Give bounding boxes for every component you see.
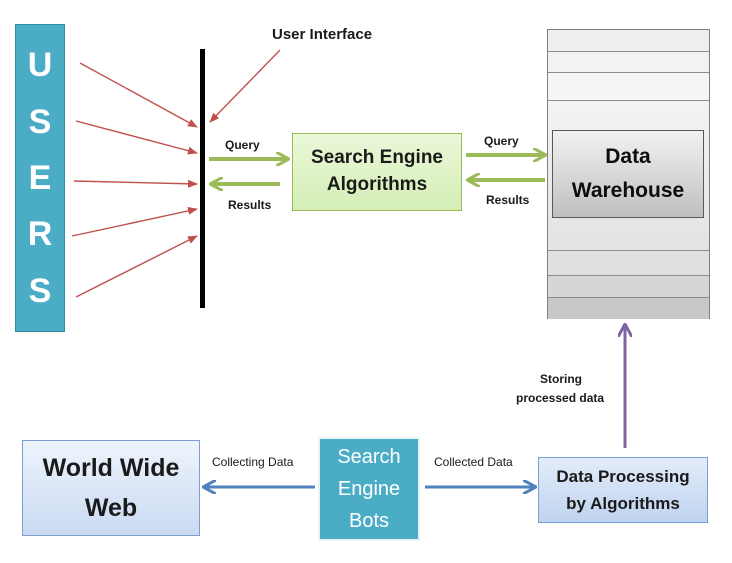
users-letter: S: [28, 271, 52, 310]
data-warehouse-box: Data Warehouse: [552, 130, 704, 218]
user-arrow: [75, 120, 198, 155]
search-engine-algorithms-box: Search Engine Algorithms: [292, 133, 462, 211]
query-label-right: Query: [484, 134, 519, 148]
warehouse-band: [548, 275, 709, 297]
collected-data-label: Collected Data: [434, 455, 513, 469]
user-arrow: [71, 206, 198, 237]
users-letter: E: [28, 158, 52, 197]
www-line2: Web: [84, 494, 138, 522]
storing-label-line2: processed data: [516, 391, 605, 405]
storing-label-line1: Storing: [540, 372, 582, 386]
www-line1: World Wide: [42, 454, 180, 482]
users-box: U S E R S: [15, 24, 65, 332]
user-arrow: [73, 179, 198, 188]
bots-line1: Search: [337, 446, 401, 468]
users-letter: R: [27, 215, 53, 254]
user-interface-label: User Interface: [272, 26, 373, 43]
warehouse-band: [548, 30, 709, 51]
search-engine-bots-box: Search Engine Bots: [318, 437, 420, 541]
warehouse-band: [548, 297, 709, 319]
world-wide-web-box: World Wide Web: [22, 440, 200, 536]
user-arrow: [79, 62, 198, 128]
warehouse-band: [548, 250, 709, 275]
results-label-left: Results: [228, 198, 272, 212]
data-processing-box: Data Processing by Algorithms: [538, 457, 708, 523]
warehouse-line1: Data: [605, 145, 651, 169]
algorithms-line1: Search Engine: [311, 147, 443, 169]
query-label-left: Query: [225, 138, 260, 152]
algorithms-line2: Algorithms: [326, 174, 428, 195]
data-processing-line2: by Algorithms: [566, 494, 680, 513]
results-label-right: Results: [486, 193, 530, 207]
users-letter: U: [27, 46, 53, 85]
users-letter: S: [28, 102, 52, 141]
data-processing-line1: Data Processing: [556, 466, 690, 486]
warehouse-line2: Warehouse: [571, 179, 685, 202]
collecting-data-label: Collecting Data: [212, 455, 294, 469]
bots-line2: Engine: [337, 478, 401, 500]
user-interface-pointer: [209, 49, 281, 123]
user-interface-bar: [200, 49, 205, 308]
bots-line3: Bots: [348, 510, 390, 532]
warehouse-band: [548, 51, 709, 72]
user-arrow: [75, 235, 198, 298]
warehouse-band: [548, 72, 709, 100]
